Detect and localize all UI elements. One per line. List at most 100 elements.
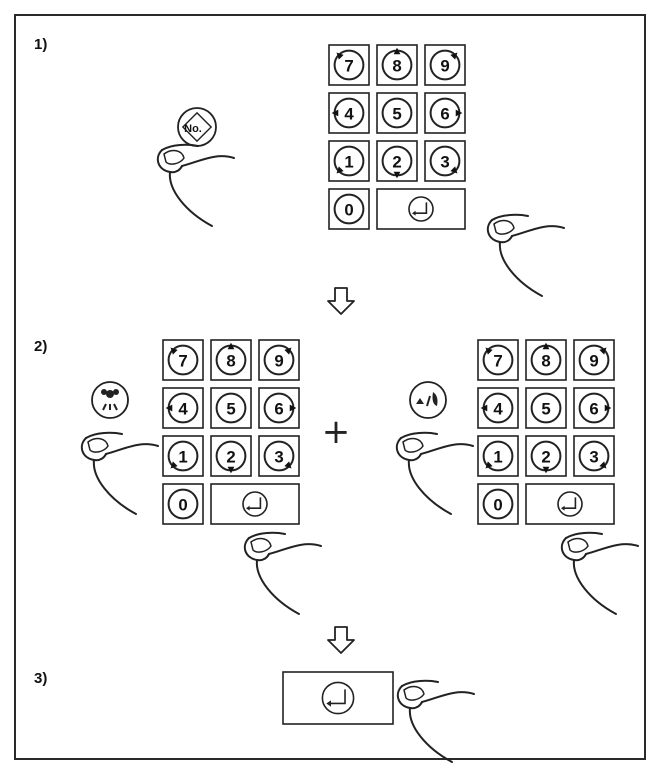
direction-arrow-icon: [284, 347, 292, 355]
key-7[interactable]: 7: [162, 339, 204, 381]
key-circle: [263, 344, 295, 376]
key-1[interactable]: 1: [477, 435, 519, 477]
key-6[interactable]: 6: [258, 387, 300, 429]
direction-arrow-icon: [450, 166, 458, 174]
enter-button[interactable]: [376, 188, 466, 230]
direction-arrow-icon: [393, 47, 401, 55]
key-8[interactable]: 8: [525, 339, 567, 381]
key-label: 3: [440, 152, 449, 171]
key-label: 9: [274, 351, 283, 370]
key-circle: [215, 392, 247, 424]
finger-icon: [80, 431, 159, 515]
key-0[interactable]: 0: [162, 483, 204, 525]
finger-icon: [243, 531, 322, 615]
direction-arrow-icon: [331, 109, 339, 117]
key-label: 2: [226, 447, 235, 466]
key-label: 4: [344, 104, 354, 123]
key-label: 0: [344, 200, 353, 219]
finger-icon: [395, 431, 474, 515]
key-label: 8: [392, 56, 401, 75]
key-1[interactable]: 1: [328, 140, 370, 182]
key-circle: [482, 440, 514, 472]
key-label: 2: [392, 152, 401, 171]
key-3[interactable]: 3: [258, 435, 300, 477]
enter-icon: [408, 196, 434, 222]
key-label: 1: [344, 152, 353, 171]
key-label: 3: [589, 447, 598, 466]
enter-icon: [321, 681, 355, 715]
key-8[interactable]: 8: [210, 339, 252, 381]
key-7[interactable]: 7: [328, 44, 370, 86]
key-2[interactable]: 2: [525, 435, 567, 477]
enter-button[interactable]: [210, 483, 300, 525]
key-2[interactable]: 2: [376, 140, 418, 182]
finger-icon: [156, 143, 235, 227]
key-2[interactable]: 2: [210, 435, 252, 477]
key-5[interactable]: 5: [376, 92, 418, 134]
key-8[interactable]: 8: [376, 44, 418, 86]
enter-button[interactable]: [525, 483, 615, 525]
key-4[interactable]: 4: [162, 387, 204, 429]
direction-arrow-icon: [170, 461, 178, 469]
no-button[interactable]: No.: [177, 107, 217, 147]
key-label: 5: [226, 399, 235, 418]
key-1[interactable]: 1: [162, 435, 204, 477]
key-label: 8: [226, 351, 235, 370]
key-9[interactable]: 9: [573, 339, 615, 381]
key-label: 4: [178, 399, 188, 418]
direction-arrow-icon: [599, 347, 607, 355]
key-3[interactable]: 3: [573, 435, 615, 477]
key-5[interactable]: 5: [210, 387, 252, 429]
direction-arrow-icon: [284, 461, 292, 469]
direction-arrow-icon: [289, 404, 297, 412]
key-label: 8: [541, 351, 550, 370]
direction-arrow-icon: [599, 461, 607, 469]
key-6[interactable]: 6: [573, 387, 615, 429]
key-circle: [530, 392, 562, 424]
key-circle: [429, 49, 461, 81]
key-5[interactable]: 5: [525, 387, 567, 429]
enter-icon: [557, 491, 583, 517]
key-6[interactable]: 6: [424, 92, 466, 134]
step-3-label: 3): [34, 670, 48, 687]
key-9[interactable]: 9: [424, 44, 466, 86]
key-label: 0: [493, 495, 502, 514]
key-label: 9: [440, 56, 449, 75]
direction-arrow-icon: [542, 342, 550, 350]
key-3[interactable]: 3: [424, 140, 466, 182]
key-circle: [167, 488, 199, 520]
key-label: 6: [274, 399, 283, 418]
direction-arrow-icon: [227, 342, 235, 350]
key-4[interactable]: 4: [328, 92, 370, 134]
key-circle: [381, 97, 413, 129]
key-label: 5: [541, 399, 550, 418]
key-circle: [167, 440, 199, 472]
key-4[interactable]: 4: [477, 387, 519, 429]
direction-arrow-icon: [455, 109, 463, 117]
key-label: 4: [493, 399, 503, 418]
key-7[interactable]: 7: [477, 339, 519, 381]
key-0[interactable]: 0: [477, 483, 519, 525]
no-button-label: No.: [184, 123, 202, 135]
key-0[interactable]: 0: [328, 188, 370, 230]
direction-arrow-icon: [170, 347, 178, 355]
direction-arrow-icon: [450, 52, 458, 60]
finger-icon: [486, 213, 565, 297]
key-label: 7: [493, 351, 502, 370]
key-circle: [333, 145, 365, 177]
flower-pattern-icon[interactable]: [91, 381, 129, 419]
finger-icon: [560, 531, 639, 615]
down-arrow-icon: [327, 626, 355, 654]
key-label: 3: [274, 447, 283, 466]
enter-frame: [282, 671, 394, 725]
key-label: 1: [178, 447, 187, 466]
leaf-flower-pattern-icon[interactable]: [409, 381, 447, 419]
key-9[interactable]: 9: [258, 339, 300, 381]
direction-arrow-icon: [485, 347, 493, 355]
enter-frame: [525, 483, 615, 525]
enter-button[interactable]: [282, 671, 394, 725]
key-circle: [167, 344, 199, 376]
step2-left-keypad: 7 8 9 4 5 6 1 2 3 0: [162, 339, 300, 525]
